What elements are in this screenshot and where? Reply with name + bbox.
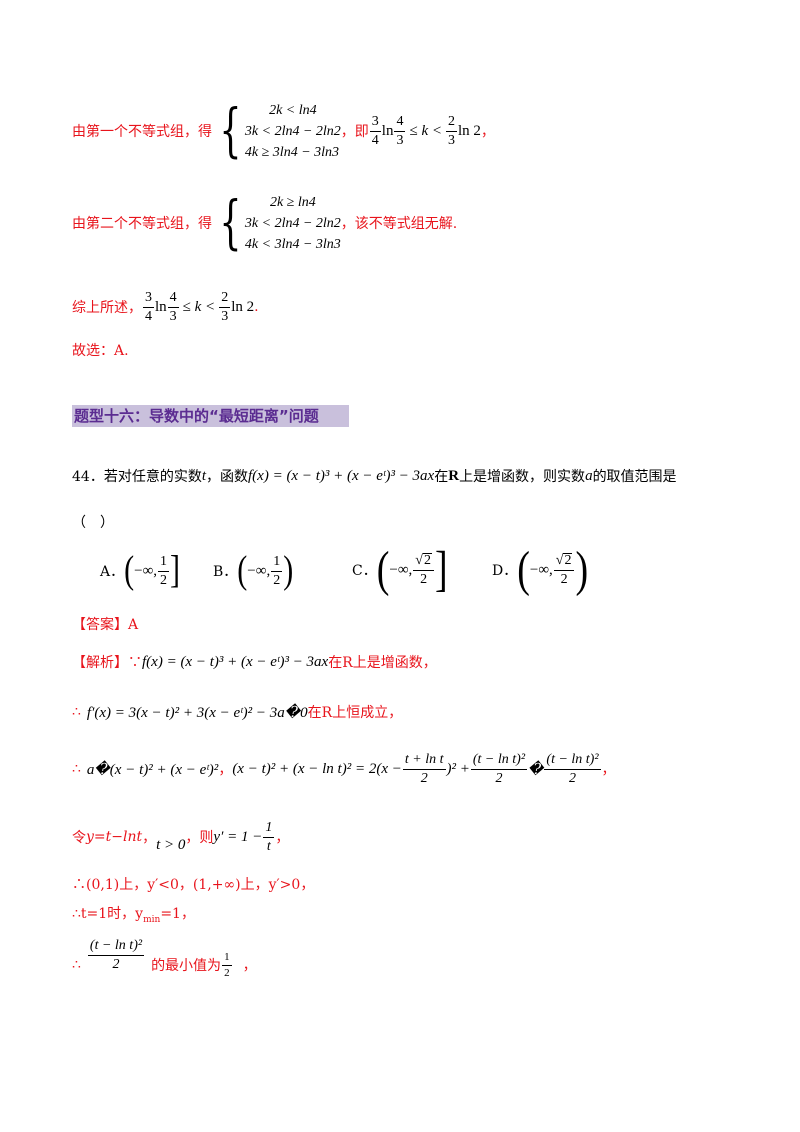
- line-second-system: 由第二个不等式组，得 { 2k ≥ ln4 3k < 2ln4 − 2ln2 4…: [72, 190, 457, 256]
- sys2-line-3: 4k < 3ln4 − 3ln3: [244, 236, 341, 252]
- q44-paren: （ ）: [72, 515, 114, 531]
- analysis-l3-comma: ，: [218, 762, 233, 778]
- analysis-l4-a: 令: [72, 830, 86, 846]
- analysis-l3-end: ，: [601, 762, 616, 778]
- line2-end: ，该不等式组无解.: [340, 216, 458, 232]
- analysis-l2-pre: ∴: [72, 704, 81, 720]
- analysis-l4-g: ，: [275, 830, 290, 846]
- analysis-l3-a: a�(x − t)² + (x − eᵗ)²: [86, 761, 219, 778]
- option-a-label: A．: [100, 564, 125, 580]
- line1-end: ，: [480, 124, 495, 140]
- analysis-l7-end: ，: [242, 958, 257, 974]
- left-brace-icon: {: [219, 187, 242, 256]
- line1-prefix: 由第一个不等式组，得: [72, 124, 212, 140]
- analysis-l7-pre: ∴: [72, 957, 81, 973]
- analysis-l4-d: t > 0: [156, 836, 186, 853]
- line2-prefix: 由第二个不等式组，得: [72, 216, 212, 232]
- analysis-line-6: ∴t=1时，ymin=1，: [72, 906, 195, 925]
- analysis-f-after: 在R上是增函数，: [328, 655, 437, 671]
- left-brace-icon: {: [219, 95, 242, 164]
- line-first-system: 由第一个不等式组，得 { 2k < ln4 3k < 2ln4 − 2ln2 4…: [72, 98, 495, 164]
- analysis-line-2: ∴ f′(x) = 3(x − t)² + 3(x − eᵗ)² − 3a�0 …: [72, 702, 402, 722]
- line3-prefix: 综上所述，: [72, 300, 142, 316]
- sys1-line-2: 3k < 2ln4 − 2ln2: [244, 123, 341, 139]
- option-b-label: B．: [213, 564, 238, 580]
- analysis-line-3: ∴ a�(x − t)² + (x − eᵗ)² ， (x − t)² + (x…: [72, 744, 616, 794]
- line1-mid: ，即: [340, 124, 369, 140]
- q44-text5: 的取值范围是: [592, 469, 677, 485]
- analysis-l3-pre: ∴: [72, 761, 81, 777]
- inequality-system-2: { 2k ≥ ln4 3k < 2ln4 − 2ln2 4k < 3ln4 − …: [212, 187, 341, 256]
- q44-text3: 在: [434, 469, 449, 485]
- analysis-tag: 【解析】∵: [72, 655, 142, 671]
- analysis-l4-e: ，则: [185, 830, 214, 846]
- q44-R: R: [448, 467, 460, 484]
- sys1-line-3: 4k ≥ 3ln4 − 3ln3: [244, 144, 340, 160]
- inequality-system-1: { 2k < ln4 3k < 2ln4 − 2ln2 4k ≥ 3ln4 − …: [212, 95, 341, 164]
- choice-line: 故选：A.: [72, 343, 129, 359]
- analysis-line-5: ∴(0,1)上，y′<0，(1,+∞)上，y′>0，: [72, 877, 315, 893]
- sys2-line-2: 3k < 2ln4 − 2ln2: [244, 215, 341, 231]
- sys2-line-1: 2k ≥ ln4: [269, 194, 316, 210]
- q44-formula: f(x) = (x − t)³ + (x − eᵗ)³ − 3ax: [248, 467, 435, 484]
- analysis-l2-after: 在R上恒成立，: [307, 705, 403, 721]
- answer: 【答案】A: [72, 617, 139, 633]
- q44-var-a: a: [585, 467, 593, 484]
- analysis-l7-text: 的最小值为: [151, 958, 222, 974]
- analysis-l4-b: y=t−lnt: [86, 829, 143, 845]
- analysis-l4-c: ，: [142, 830, 157, 846]
- sys1-line-1: 2k < ln4: [269, 102, 317, 118]
- analysis-line-1: 【解析】∵ f(x) = (x − t)³ + (x − eᵗ)³ − 3ax …: [72, 652, 437, 672]
- q44-var-t: t: [201, 467, 206, 484]
- section-heading: 题型十六：导数中的“最短距离”问题: [72, 405, 349, 427]
- q44-num: 44．若对任意的实数: [72, 469, 202, 485]
- q44-text4: 上是增函数，则实数: [459, 469, 586, 485]
- option-c-label: C．: [352, 563, 377, 579]
- analysis-fprime: f′(x) = 3(x − t)² + 3(x − eᵗ)² − 3a�0: [86, 704, 308, 721]
- analysis-f: f(x) = (x − t)³ + (x − eᵗ)³ − 3ax: [142, 653, 329, 670]
- q44-text2: ，函数: [206, 469, 248, 485]
- question-44: 44．若对任意的实数 t ，函数 f(x) = (x − t)³ + (x − …: [72, 466, 677, 486]
- option-d-label: D．: [492, 563, 518, 579]
- line3-end: .: [254, 299, 259, 315]
